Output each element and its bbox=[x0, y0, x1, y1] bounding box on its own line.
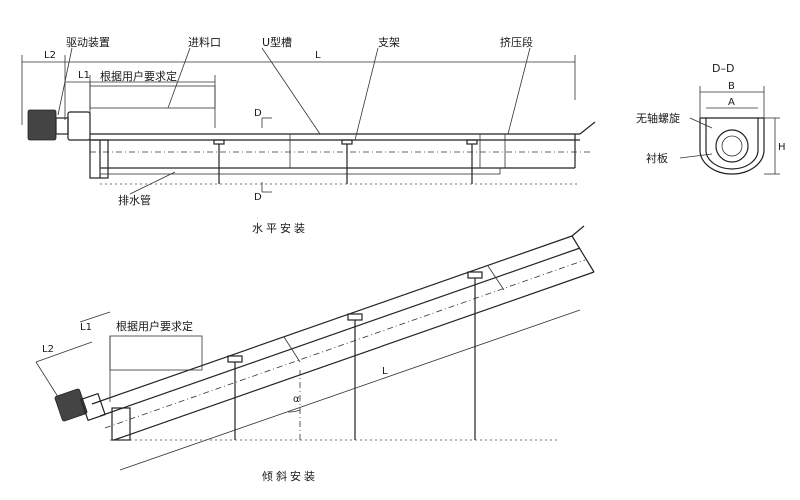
section-mark-bottom: D bbox=[254, 192, 262, 203]
shaftless-label: 无轴螺旋 bbox=[636, 111, 680, 125]
horizontal-supports bbox=[213, 139, 478, 184]
dim-A: A bbox=[728, 97, 735, 108]
liner-label: 衬板 bbox=[646, 151, 668, 165]
squeeze-label: 挤压段 bbox=[500, 35, 533, 49]
drive-label: 驱动装置 bbox=[66, 36, 110, 49]
dim-L1-inclined: L1 bbox=[80, 322, 92, 333]
dim-H: H bbox=[778, 142, 786, 153]
inlet-label: 进料口 bbox=[188, 35, 221, 49]
drain-label: 排水管 bbox=[118, 193, 151, 207]
support-label: 支架 bbox=[378, 36, 400, 49]
dim-L-inclined: L bbox=[382, 366, 388, 377]
inclined-view: α L L2 L1 根据用户要求定 倾斜安装 bbox=[35, 225, 595, 483]
section-view: D–D B A H 无轴螺旋 衬板 bbox=[636, 62, 786, 175]
section-mark-top: D bbox=[254, 108, 262, 119]
dim-L1-horizontal: L1 bbox=[78, 70, 90, 81]
user-defined-label-inclined: 根据用户要求定 bbox=[116, 319, 193, 333]
caption-horizontal: 水平安装 bbox=[252, 221, 308, 235]
dim-L-horizontal: L bbox=[315, 50, 321, 61]
horizontal-trough bbox=[89, 121, 596, 179]
inclined-drive bbox=[54, 388, 106, 422]
horizontal-view: 驱动装置 进料口 U型槽 支架 挤压段 根据用户要求定 排水管 L L2 L1 … bbox=[21, 35, 596, 235]
drive-unit bbox=[27, 109, 91, 141]
dim-B: B bbox=[728, 81, 735, 92]
dim-L2-horizontal: L2 bbox=[44, 50, 56, 61]
section-title: D–D bbox=[712, 62, 734, 75]
dim-L2-inclined: L2 bbox=[42, 344, 54, 355]
caption-inclined: 倾斜安装 bbox=[262, 469, 318, 483]
u-trough-label: U型槽 bbox=[262, 35, 292, 49]
inclined-trough bbox=[91, 225, 595, 441]
user-defined-label-horizontal: 根据用户要求定 bbox=[100, 69, 177, 83]
dim-alpha: α bbox=[293, 394, 300, 405]
inclined-supports bbox=[227, 271, 483, 440]
